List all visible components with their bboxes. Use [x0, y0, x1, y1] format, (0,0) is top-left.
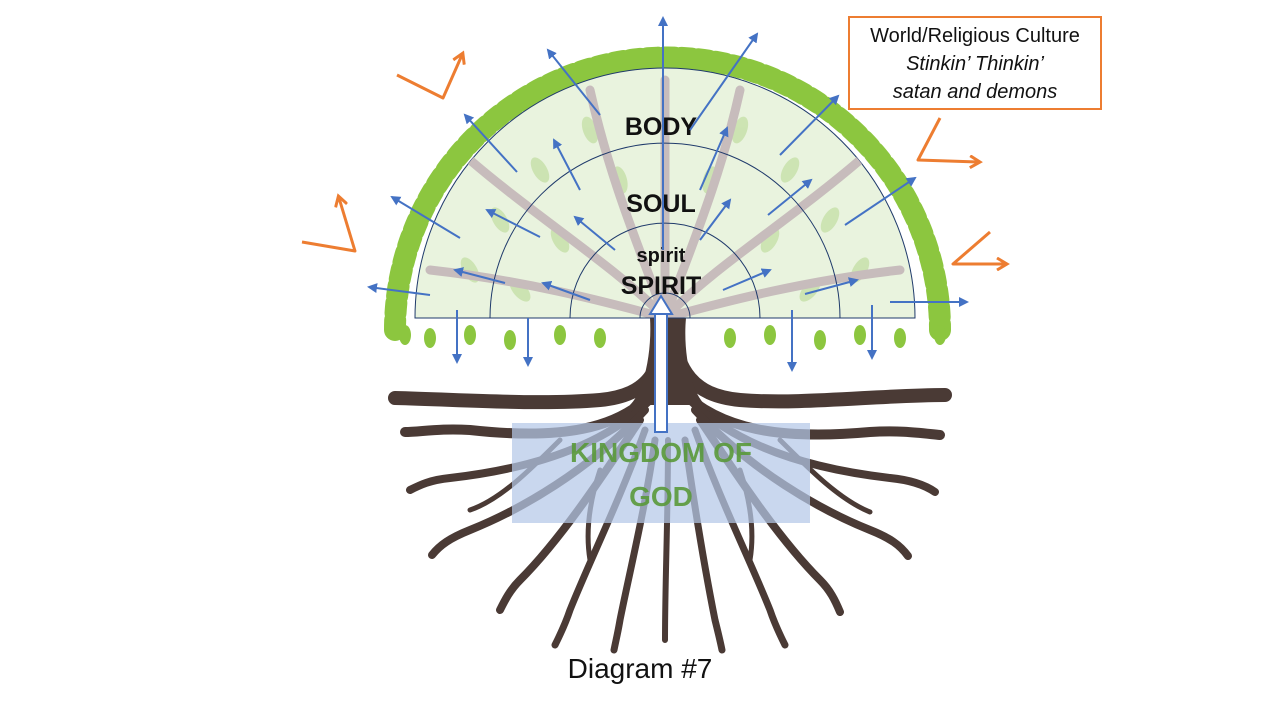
kingdom-label-line2: GOD: [629, 481, 693, 512]
kingdom-label-line1: KINGDOM OF: [570, 437, 752, 468]
layer-spirit-small-label: spirit: [637, 245, 686, 267]
central-flow-arrow: [648, 294, 674, 433]
lower-leaves: [399, 325, 946, 350]
kingdom-box: [512, 423, 810, 523]
influence-line-1: World/Religious Culture: [870, 25, 1080, 47]
canopy-leaves: [460, 116, 870, 302]
influence-line-3: satan and demons: [892, 81, 1058, 103]
outward-arrows: [367, 16, 969, 372]
attack-arrows: [301, 55, 1005, 264]
layer-body-label: BODY: [625, 113, 698, 141]
layer-soul-label: SOUL: [626, 190, 695, 218]
world-influence-box: World/Religious Culture Stinkin’ Thinkin…: [848, 16, 1102, 110]
branches: [425, 75, 905, 318]
leaf-fringe: [384, 46, 951, 341]
influence-line-2: Stinkin’ Thinkin’: [906, 53, 1044, 75]
diagram-caption: Diagram #7: [567, 653, 713, 684]
